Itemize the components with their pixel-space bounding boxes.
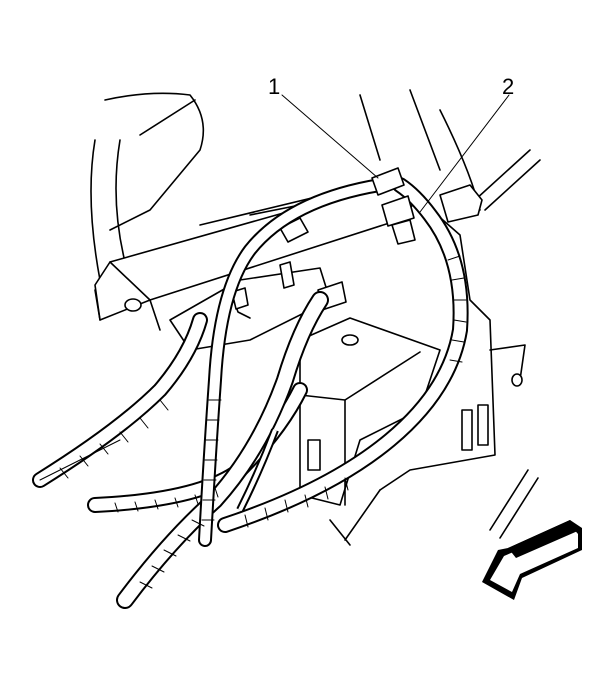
upper-body-panel: [90, 89, 481, 281]
view-direction-arrow-icon: [482, 469, 582, 600]
stud-bolt: [279, 261, 295, 289]
side-panel: [329, 149, 541, 546]
leader-1: [281, 94, 379, 179]
wire-harness: [32, 177, 469, 609]
connector-2: [381, 195, 415, 227]
module-box: [299, 317, 441, 506]
connector-2-lock: [391, 219, 416, 245]
callouts: 1 2: [268, 74, 514, 213]
rail-hole: [124, 298, 142, 312]
callout-1-label: 1: [268, 74, 280, 99]
module-hole: [341, 334, 359, 346]
panel-hole: [511, 373, 523, 387]
panel-slot-1: [461, 409, 473, 451]
connector-1: [371, 167, 405, 196]
callout-2-label: 2: [502, 74, 514, 99]
module-slot: [307, 439, 321, 471]
right-grommet: [439, 184, 483, 223]
leader-2: [419, 94, 510, 213]
connectors: [371, 167, 416, 245]
panel-slot-2: [477, 404, 489, 446]
